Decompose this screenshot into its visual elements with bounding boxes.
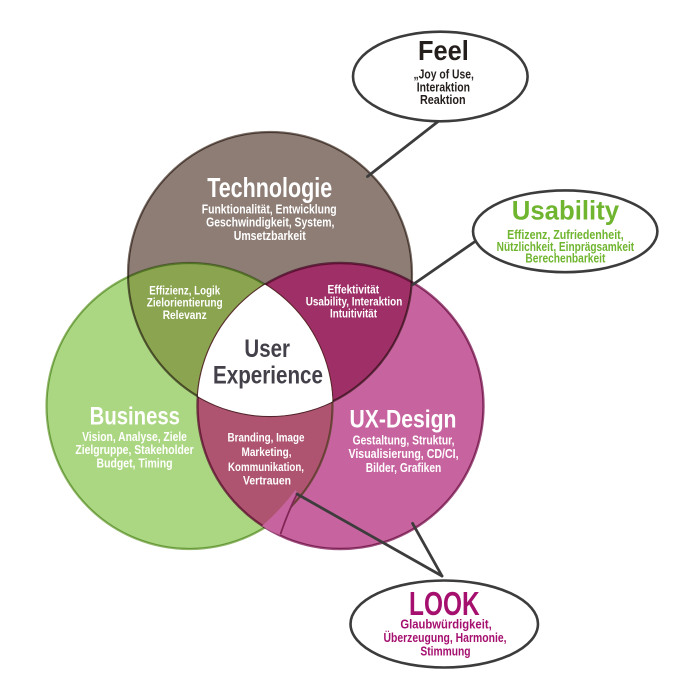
svg-text:Intuitivität: Intuitivität <box>330 308 377 321</box>
svg-text:Interaktion: Interaktion <box>417 81 470 95</box>
svg-text:Reaktion: Reaktion <box>420 92 466 107</box>
svg-text:Bilder, Grafiken: Bilder, Grafiken <box>366 461 442 475</box>
svg-text:Stimmung: Stimmung <box>420 645 470 659</box>
svg-text:Effektivität: Effektivität <box>328 284 380 297</box>
svg-text:Relevanz: Relevanz <box>163 309 207 322</box>
svg-text:Technologie: Technologie <box>207 174 332 204</box>
svg-text:LOOK: LOOK <box>409 587 480 623</box>
svg-text:UX-Design: UX-Design <box>350 405 457 433</box>
svg-text:Marketing,: Marketing, <box>242 446 292 459</box>
svg-text:Effizenz, Zufriedenheit,: Effizenz, Zufriedenheit, <box>507 228 624 242</box>
svg-text:Kommunikation,: Kommunikation, <box>228 461 304 474</box>
svg-text:Business: Business <box>90 402 180 431</box>
svg-text:Glaubwürdigkeit,: Glaubwürdigkeit, <box>400 617 491 632</box>
svg-text:Effizienz, Logik: Effizienz, Logik <box>149 284 221 297</box>
svg-text:Feel: Feel <box>418 35 469 66</box>
svg-text:Budget, Timing: Budget, Timing <box>97 455 173 470</box>
svg-text:„Joy of Use,: „Joy of Use, <box>414 68 474 82</box>
svg-text:Zielgruppe, Stakeholder: Zielgruppe, Stakeholder <box>75 443 194 457</box>
svg-text:Geschwindigkeit, System,: Geschwindigkeit, System, <box>206 216 334 230</box>
svg-text:Vision, Analyse, Ziele: Vision, Analyse, Ziele <box>82 430 187 444</box>
svg-text:Zielorientierung: Zielorientierung <box>147 297 223 310</box>
svg-text:Nützlichkeit, Einprägsamkeit: Nützlichkeit, Einprägsamkeit <box>497 241 635 254</box>
svg-text:Berechenbarkeit: Berechenbarkeit <box>525 253 605 266</box>
svg-text:Usability, Interaktion: Usability, Interaktion <box>306 296 403 309</box>
svg-text:Experience: Experience <box>213 360 323 388</box>
svg-text:Funktionalität, Entwicklung: Funktionalität, Entwicklung <box>202 202 337 216</box>
svg-text:User: User <box>244 334 290 362</box>
svg-text:Umsetzbarkeit: Umsetzbarkeit <box>234 228 306 243</box>
svg-text:Branding, Image: Branding, Image <box>228 432 305 445</box>
svg-text:Vertrauen: Vertrauen <box>243 475 291 488</box>
svg-text:Visualisierung, CD/CI,: Visualisierung, CD/CI, <box>348 446 458 461</box>
svg-text:Gestaltung, Struktur,: Gestaltung, Struktur, <box>353 433 455 447</box>
svg-text:Usability: Usability <box>512 195 620 226</box>
svg-text:Überzeugung, Harmonie,: Überzeugung, Harmonie, <box>383 631 506 645</box>
